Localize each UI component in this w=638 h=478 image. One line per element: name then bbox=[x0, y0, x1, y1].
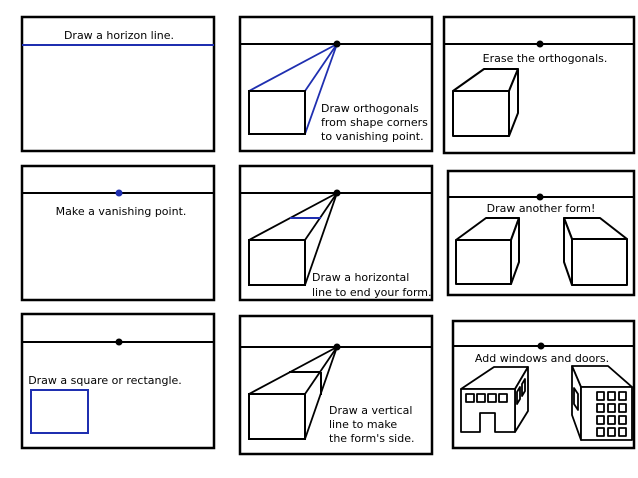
vanishing-point bbox=[537, 342, 545, 350]
orthogonal-line bbox=[304, 192, 338, 286]
panel-frame bbox=[238, 164, 434, 302]
orthogonal-line bbox=[304, 192, 338, 241]
orthogonal-line bbox=[304, 43, 338, 92]
window-icon bbox=[607, 391, 616, 401]
panel-9-windows-and-doors: Add windows and doors. bbox=[451, 319, 636, 450]
panel-7-caption: Erase the orthogonals. bbox=[483, 52, 608, 65]
window-icon bbox=[498, 393, 508, 403]
window-icon bbox=[618, 391, 627, 401]
vanishing-point bbox=[333, 40, 341, 48]
panel-2-caption: Make a vanishing point. bbox=[56, 205, 187, 218]
vanishing-point bbox=[333, 189, 341, 197]
window-icon bbox=[607, 427, 616, 437]
box-form-left bbox=[455, 217, 520, 285]
door-icon bbox=[573, 387, 579, 411]
panel-4-caption: Draw orthogonals from shape corners to v… bbox=[321, 102, 431, 143]
vanishing-point bbox=[115, 338, 123, 346]
window-icon bbox=[516, 386, 521, 405]
front-rectangle bbox=[248, 239, 306, 286]
panel-6-vertical-line: Draw a vertical line to make the form's … bbox=[238, 314, 434, 456]
window-icon bbox=[596, 415, 605, 425]
window-icon bbox=[487, 393, 497, 403]
window-icon bbox=[607, 403, 616, 413]
front-rectangle bbox=[30, 389, 89, 434]
panel-3-rectangle: Draw a square or rectangle. bbox=[20, 312, 216, 450]
window-icon bbox=[476, 393, 486, 403]
panel-8-another-form: Draw another form! bbox=[446, 169, 636, 297]
window-icon bbox=[521, 378, 526, 397]
window-icon bbox=[596, 403, 605, 413]
panel-5-horizontal-line: Draw a horizontal line to end your form. bbox=[238, 164, 434, 302]
front-rectangle bbox=[248, 90, 306, 135]
panel-9-caption: Add windows and doors. bbox=[475, 352, 609, 365]
orthogonal-line bbox=[248, 192, 338, 241]
window-icon bbox=[618, 427, 627, 437]
panel-frame bbox=[20, 164, 216, 302]
panel-4-orthogonals: Draw orthogonals from shape corners to v… bbox=[238, 15, 434, 153]
orthogonal-line bbox=[304, 43, 338, 135]
vanishing-point bbox=[536, 40, 544, 48]
box-form bbox=[452, 68, 519, 137]
orthogonal-line bbox=[304, 346, 338, 395]
vanishing-point bbox=[536, 193, 544, 201]
box-form-right bbox=[563, 217, 628, 286]
orthogonal-line bbox=[248, 43, 338, 92]
panel-7-erase-orthogonals: Erase the orthogonals. bbox=[442, 15, 636, 155]
window-icon bbox=[618, 403, 627, 413]
vanishing-point bbox=[115, 189, 123, 197]
panel-1-caption: Draw a horizon line. bbox=[64, 29, 174, 42]
building-left bbox=[460, 366, 529, 433]
panel-5-caption: Draw a horizontal line to end your form. bbox=[312, 271, 431, 299]
panel-frame bbox=[20, 15, 216, 153]
window-icon bbox=[596, 391, 605, 401]
panel-8-caption: Draw another form! bbox=[487, 202, 596, 215]
window-icon bbox=[607, 415, 616, 425]
window-icon bbox=[596, 427, 605, 437]
front-rectangle bbox=[248, 393, 306, 440]
window-icon bbox=[618, 415, 627, 425]
window-icon bbox=[465, 393, 475, 403]
orthogonal-line bbox=[248, 346, 338, 395]
panel-frame bbox=[20, 312, 216, 450]
panel-1-horizon-line: Draw a horizon line. bbox=[20, 15, 216, 153]
panel-2-vanishing-point: Make a vanishing point. bbox=[20, 164, 216, 302]
vanishing-point bbox=[333, 343, 341, 351]
building-right bbox=[571, 365, 633, 441]
panel-6-caption: Draw a vertical line to make the form's … bbox=[329, 404, 416, 445]
panel-3-caption: Draw a square or rectangle. bbox=[28, 374, 182, 387]
